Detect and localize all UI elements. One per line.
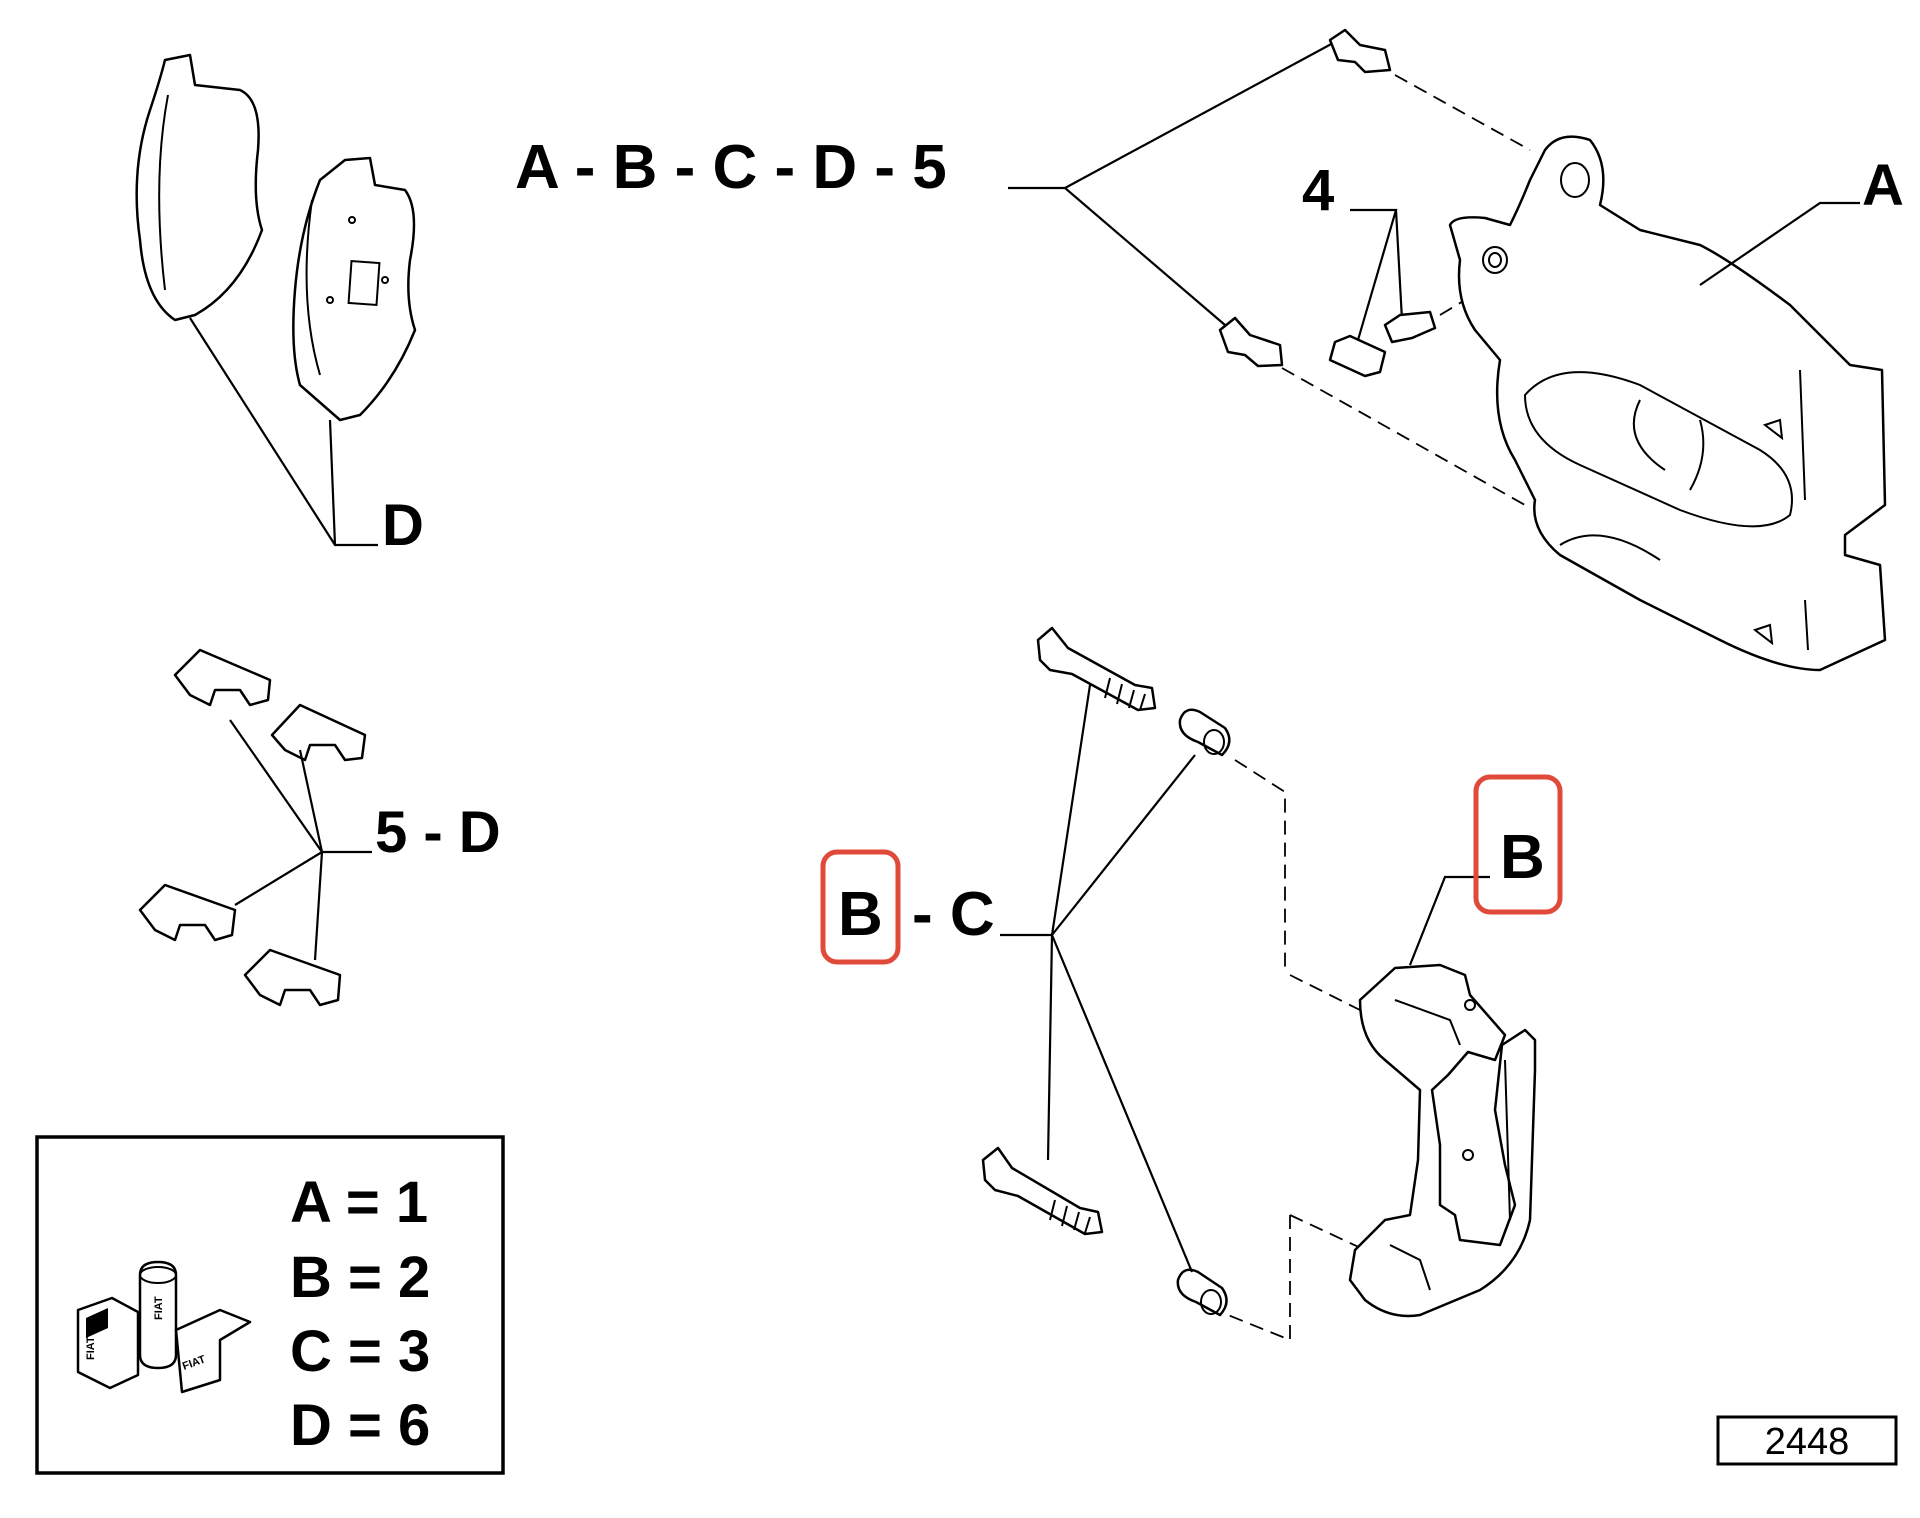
label-a: A xyxy=(1862,153,1904,218)
label-c-pins: - C xyxy=(912,880,995,949)
brake-caliper-body xyxy=(1448,135,1887,672)
legend-row-a: A = 1 xyxy=(290,1170,428,1235)
guide-pin-upper xyxy=(1036,626,1157,712)
legend-row-c: C = 3 xyxy=(290,1319,430,1384)
logo-text-1: FIAT xyxy=(85,1336,97,1360)
caliper-bolt-upper xyxy=(1328,28,1392,74)
highlight-box-bracket-label xyxy=(1473,774,1563,915)
bleeder-cap xyxy=(1328,334,1387,378)
ref-number: 2448 xyxy=(1765,1421,1850,1463)
label-b-pins: B xyxy=(838,880,883,949)
legend-row-b: B = 2 xyxy=(290,1245,430,1310)
legend-row-d: D = 6 xyxy=(290,1393,430,1458)
label-4: 4 xyxy=(1302,158,1334,223)
label-5-d: 5 - D xyxy=(375,800,501,865)
guide-bushing-upper xyxy=(1178,708,1231,757)
highlight-box-pins-label xyxy=(820,849,901,965)
label-b-bracket: B xyxy=(1500,823,1545,892)
caliper-bolt-lower xyxy=(1218,316,1284,368)
ref-number-box xyxy=(1716,1415,1898,1466)
caliper-carrier-bracket xyxy=(1348,963,1537,1318)
label-d: D xyxy=(382,493,424,558)
brake-pad-outer xyxy=(135,53,264,322)
label-a-b-c-d-5: A - B - C - D - 5 xyxy=(515,133,947,202)
brake-pad-inner xyxy=(292,156,417,422)
guide-pin-lower xyxy=(981,1146,1104,1236)
guide-bushing-lower xyxy=(1176,1268,1228,1317)
fiat-logo: FIAT FIAT FIAT xyxy=(76,1260,252,1394)
pad-clips xyxy=(138,648,367,1007)
bleeder-screw xyxy=(1383,310,1437,344)
logo-text-2: FIAT xyxy=(153,1296,165,1320)
